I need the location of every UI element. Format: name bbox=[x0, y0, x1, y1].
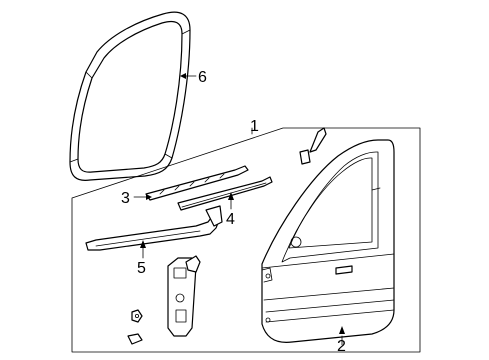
callout-1: 1 bbox=[250, 118, 259, 135]
leader-lines bbox=[133, 73, 345, 346]
callout-4: 4 bbox=[226, 211, 235, 228]
door-lower-weatherstrip bbox=[177, 176, 273, 211]
front-door-shell bbox=[261, 139, 395, 343]
door-assembly-outline bbox=[71, 127, 421, 353]
callout-2: 2 bbox=[337, 338, 346, 355]
mirror-corner-bracket bbox=[299, 127, 327, 165]
rocker-sill-strip bbox=[85, 205, 223, 251]
door-opening-weatherstrip bbox=[69, 11, 191, 181]
retainer-clip bbox=[131, 309, 143, 323]
callout-6: 6 bbox=[198, 69, 207, 86]
callout-3: 3 bbox=[121, 190, 130, 207]
callout-5: 5 bbox=[137, 260, 146, 277]
hinge-pillar-bracket bbox=[167, 255, 201, 337]
fastener-clip bbox=[127, 333, 143, 345]
belt-molding bbox=[145, 165, 249, 201]
